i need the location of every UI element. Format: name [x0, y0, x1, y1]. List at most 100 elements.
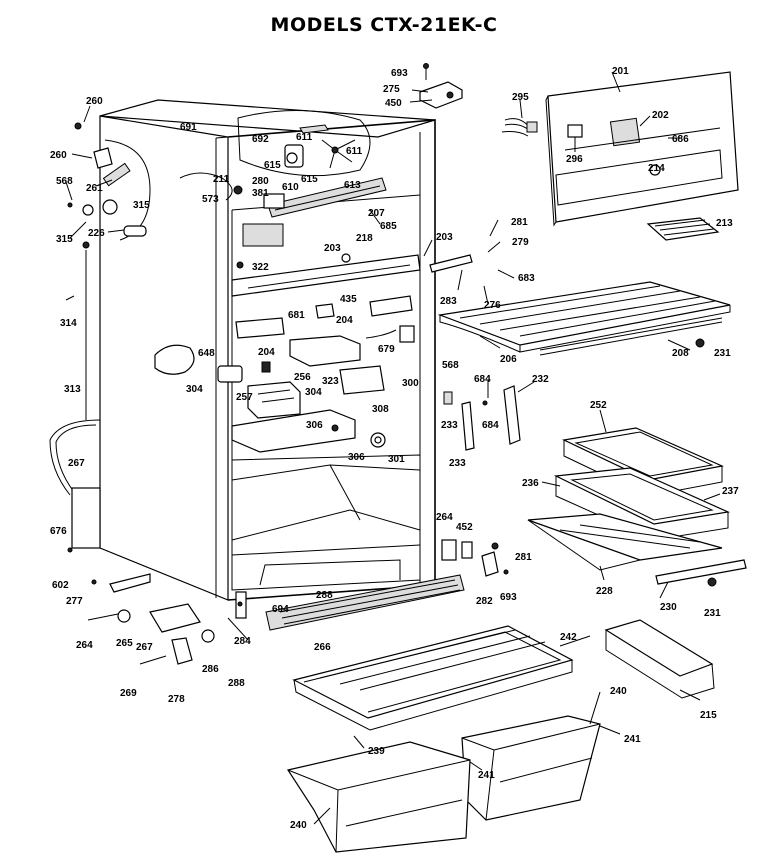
part-label-275: 275	[383, 84, 400, 95]
part-label-306b: 306	[348, 452, 365, 463]
part-label-381: 381	[252, 188, 269, 199]
control-brackets	[235, 295, 413, 339]
part-label-568a: 568	[56, 176, 73, 187]
part-label-266: 266	[314, 642, 331, 653]
part-label-241b: 241	[478, 770, 495, 781]
part-label-313: 313	[64, 384, 81, 395]
part-label-322: 322	[252, 262, 269, 273]
door-closer-parts	[49, 122, 151, 549]
leveling-roller-parts	[67, 547, 249, 665]
rear-access-panel	[545, 71, 739, 227]
toe-grille	[265, 574, 465, 631]
part-label-602: 602	[52, 580, 69, 591]
part-label-218: 218	[356, 233, 373, 244]
crisper-cover	[292, 625, 574, 731]
part-label-685: 685	[380, 221, 397, 232]
part-label-267b: 267	[136, 642, 153, 653]
part-label-684b: 684	[482, 420, 499, 431]
part-label-694: 694	[272, 604, 289, 615]
part-label-686: 686	[672, 134, 689, 145]
part-label-693b: 693	[500, 592, 517, 603]
vegetable-pan-right	[461, 715, 601, 821]
part-label-679: 679	[378, 344, 395, 355]
part-label-615a: 615	[264, 160, 281, 171]
part-label-281a: 281	[511, 217, 528, 228]
evaporator-fan-parts	[179, 110, 387, 269]
part-label-264a: 264	[436, 512, 453, 523]
part-label-278: 278	[168, 694, 185, 705]
leader-lines	[65, 71, 721, 825]
part-label-676: 676	[50, 526, 67, 537]
part-label-237: 237	[722, 486, 739, 497]
part-label-226: 226	[88, 228, 105, 239]
vegetable-pan-left	[287, 741, 471, 853]
part-label-240a: 240	[610, 686, 627, 697]
part-label-615b: 615	[301, 174, 318, 185]
part-label-304a: 304	[186, 384, 203, 395]
part-label-683: 683	[518, 273, 535, 284]
part-label-286: 286	[202, 664, 219, 675]
part-label-201: 201	[612, 66, 629, 77]
part-label-648: 648	[198, 348, 215, 359]
part-label-276: 276	[484, 300, 501, 311]
part-label-314: 314	[60, 318, 77, 329]
part-label-260b: 260	[50, 150, 67, 161]
part-label-573: 573	[202, 194, 219, 205]
part-label-281b: 281	[515, 552, 532, 563]
damper-assembly	[154, 344, 271, 383]
lower-hinge-parts	[441, 539, 509, 577]
part-label-241a: 241	[624, 734, 641, 745]
part-label-610: 610	[282, 182, 299, 193]
part-label-288a: 288	[316, 590, 333, 601]
part-label-295: 295	[512, 92, 529, 103]
part-label-435: 435	[340, 294, 357, 305]
part-label-231b: 231	[704, 608, 721, 619]
glass-shelf	[527, 513, 723, 571]
part-label-214: 214	[648, 163, 665, 174]
part-label-203b: 203	[436, 232, 453, 243]
part-label-260a: 260	[86, 96, 103, 107]
part-label-256: 256	[294, 372, 311, 383]
part-label-304b: 304	[305, 387, 322, 398]
part-label-202: 202	[652, 110, 669, 121]
part-label-282: 282	[476, 596, 493, 607]
shelf-trim	[655, 559, 747, 587]
part-label-323: 323	[322, 376, 339, 387]
part-label-280: 280	[252, 176, 269, 187]
part-label-213: 213	[716, 218, 733, 229]
part-label-215: 215	[700, 710, 717, 721]
door-bin	[604, 619, 715, 699]
part-label-681: 681	[288, 310, 305, 321]
part-label-684a: 684	[474, 374, 491, 385]
part-label-204a: 204	[336, 315, 353, 326]
part-label-611a: 611	[296, 132, 313, 143]
part-label-265: 265	[116, 638, 133, 649]
part-label-228: 228	[596, 586, 613, 597]
part-label-204b: 204	[258, 347, 275, 358]
part-label-283: 283	[440, 296, 457, 307]
part-label-284: 284	[234, 636, 251, 647]
part-label-296: 296	[566, 154, 583, 165]
part-label-611b: 611	[346, 146, 363, 157]
part-label-264b: 264	[76, 640, 93, 651]
part-label-206: 206	[500, 354, 517, 365]
part-label-452: 452	[456, 522, 473, 533]
part-label-308: 308	[372, 404, 389, 415]
top-hinge	[419, 63, 463, 109]
wire-shelf	[437, 281, 731, 356]
part-label-301: 301	[388, 454, 405, 465]
part-label-208: 208	[672, 348, 689, 359]
part-label-252: 252	[590, 400, 607, 411]
part-label-233b: 233	[449, 458, 466, 469]
part-label-568b: 568	[442, 360, 459, 371]
crisper-frame	[553, 467, 731, 541]
part-label-692: 692	[252, 134, 269, 145]
part-label-240b: 240	[290, 820, 307, 831]
shelf-supports	[443, 385, 521, 451]
part-label-613: 613	[344, 180, 361, 191]
wire-harness	[501, 118, 538, 137]
part-label-693a: 693	[391, 68, 408, 79]
part-label-288b: 288	[228, 678, 245, 689]
